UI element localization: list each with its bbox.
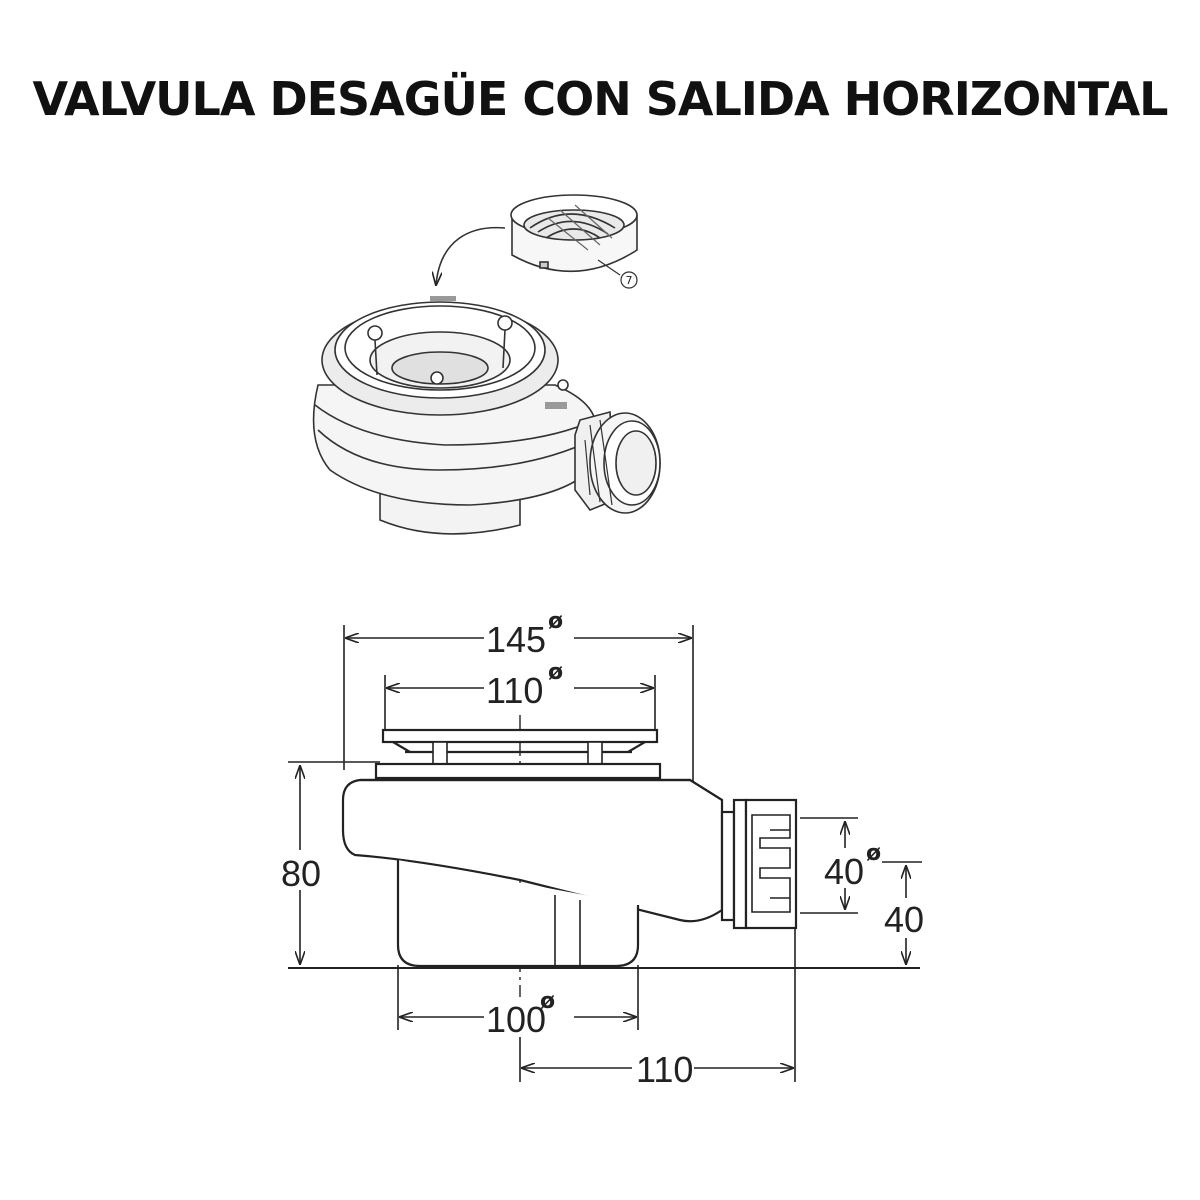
diameter-symbol: ø (866, 841, 881, 866)
dim-145-label: 145 (486, 619, 546, 660)
diameter-symbol: ø (540, 989, 555, 1014)
dim-100-label: 100 (486, 999, 546, 1040)
section-drawing (288, 625, 922, 1082)
drain-body (312, 296, 661, 535)
part-number-label: 7 (626, 274, 633, 287)
dim-40-height-label: 40 (884, 899, 924, 940)
isometric-view: 7 (312, 194, 661, 535)
dim-80-label: 80 (281, 853, 321, 894)
sump (396, 860, 640, 968)
outlet-nut (720, 798, 798, 930)
dimension-labels: 145 ø 110 ø 80 40 ø 40 100 ø 110 (278, 609, 928, 1090)
dim-110-bottom-label: 110 (636, 1049, 693, 1090)
flange (374, 762, 662, 780)
drain-body-shell (341, 778, 724, 923)
grate-plate (381, 728, 659, 744)
assembly-arrow (436, 226, 506, 285)
diameter-symbol: ø (548, 660, 563, 685)
dim-110-top-label: 110 (486, 670, 543, 711)
page-title: VALVULA DESAGÜE CON SALIDA HORIZONTAL (32, 72, 1169, 126)
diameter-symbol: ø (548, 609, 563, 634)
dim-40-diameter-label: 40 (824, 851, 864, 892)
part-callout: 7 (620, 271, 638, 289)
grate-part (510, 194, 638, 276)
